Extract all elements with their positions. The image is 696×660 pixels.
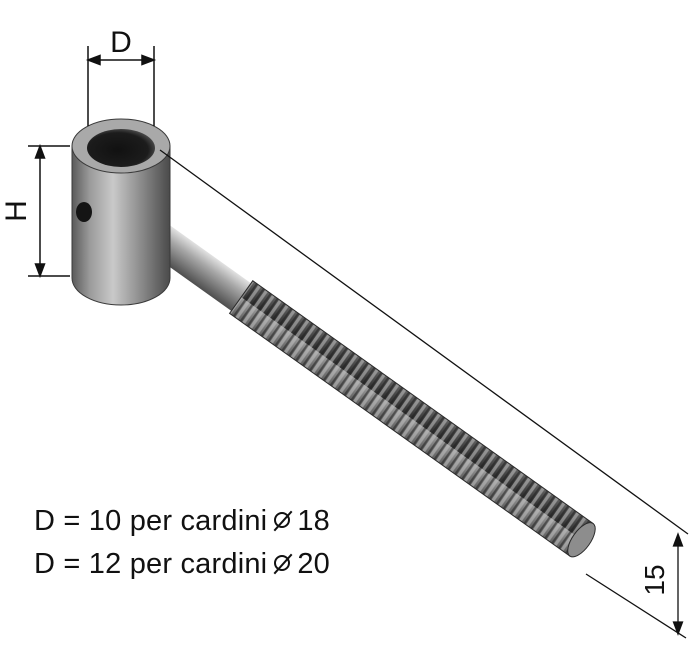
dimension-thread — [159, 149, 689, 639]
spec-line: D = 12 per cardini 20 — [34, 548, 330, 581]
set-screw-hole — [76, 202, 92, 222]
dimension-D-label: D — [110, 26, 132, 59]
spec-value: 18 — [297, 505, 330, 537]
spec-line: D = 10 per cardini 18 — [34, 505, 330, 538]
threaded-section — [229, 280, 594, 557]
spec-value: 20 — [297, 548, 330, 580]
diameter-symbol-icon — [273, 511, 293, 531]
spec-prefix: D = 10 per cardini — [34, 505, 268, 537]
dimension-H-label: H — [0, 200, 33, 222]
spec-prefix: D = 12 per cardini — [34, 548, 268, 580]
dimension-thread-label: 15 — [639, 564, 670, 595]
dimension-D — [85, 46, 157, 126]
dimension-H — [28, 143, 70, 279]
pin-barrel — [71, 118, 171, 306]
barrel-bore — [87, 129, 155, 167]
diameter-symbol-icon — [273, 554, 293, 574]
thread-end-face — [567, 522, 596, 558]
